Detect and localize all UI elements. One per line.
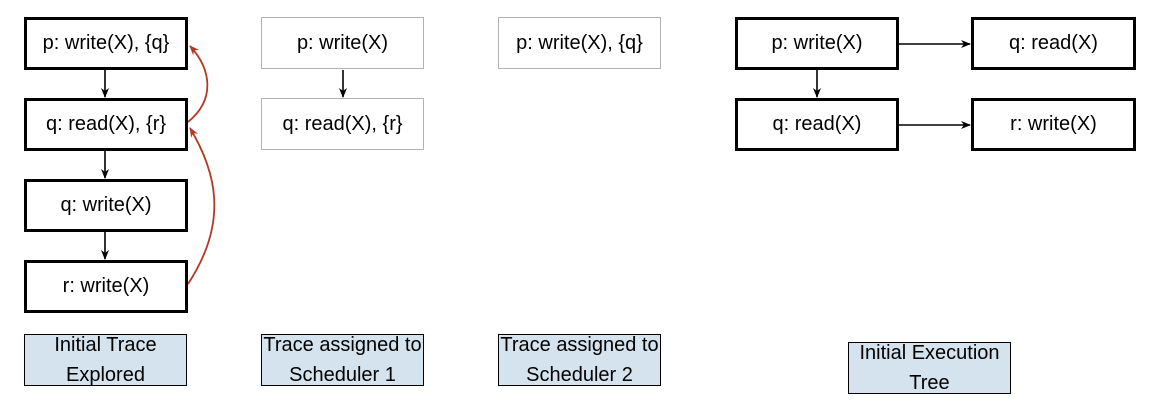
trace-node-q-read: q: read(X), {r} (24, 98, 188, 151)
tree-node-q-read-below: q: read(X) (735, 98, 899, 151)
caption-execution-tree: Initial Execution Tree (848, 342, 1011, 394)
tree-node-p-write: p: write(X) (735, 17, 899, 70)
caption-scheduler2-line1: Trace assigned to (500, 334, 659, 356)
trace-node-q-write: q: write(X) (24, 179, 188, 232)
dependency-arrow-r-to-q (187, 127, 216, 285)
dependency-arrow-q-to-p (187, 45, 209, 123)
tree-node-q-read-right: q: read(X) (971, 17, 1136, 70)
caption-scheduler2: Trace assigned to Scheduler 2 (498, 334, 661, 386)
caption-initial-trace: Initial Trace Explored (24, 334, 187, 386)
caption-initial-trace-line2: Explored (66, 364, 145, 386)
scheduler2-node-p-write: p: write(X), {q} (498, 17, 661, 69)
scheduler1-node-q-read: q: read(X), {r} (261, 98, 424, 150)
caption-scheduler1-line1: Trace assigned to (263, 334, 422, 356)
caption-initial-trace-line1: Initial Trace (54, 334, 157, 356)
trace-node-r-write: r: write(X) (24, 260, 188, 313)
scheduler1-node-p-write: p: write(X) (261, 17, 424, 69)
caption-scheduler1-line2: Scheduler 1 (289, 364, 396, 386)
tree-node-r-write: r: write(X) (971, 98, 1136, 151)
caption-scheduler1: Trace assigned to Scheduler 1 (261, 334, 424, 386)
caption-scheduler2-line2: Scheduler 2 (526, 364, 633, 386)
trace-node-p-write: p: write(X), {q} (24, 17, 188, 70)
caption-execution-tree-line2: Tree (909, 372, 950, 394)
caption-execution-tree-line1: Initial Execution (859, 342, 1000, 364)
